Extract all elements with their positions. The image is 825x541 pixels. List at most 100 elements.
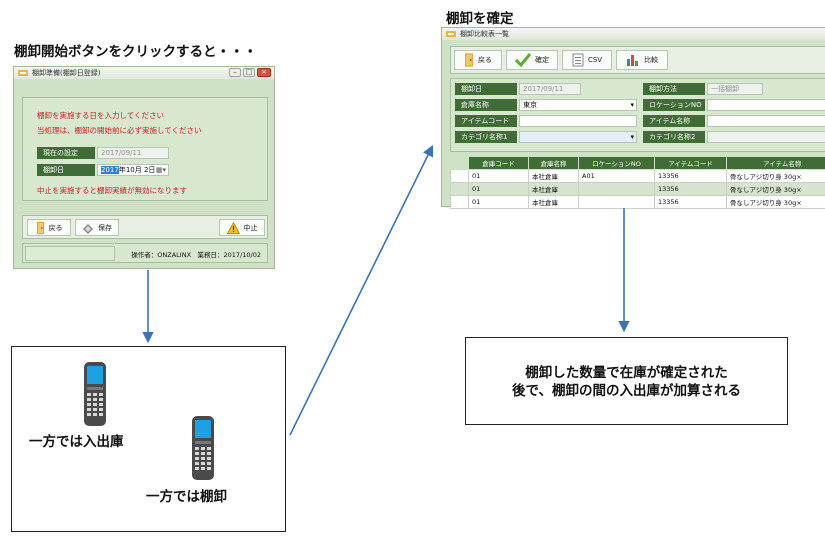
inventory-compare-window: 棚卸比較表一覧 戻る 確定 CSV 比較 棚卸日 2017/09/11 棚卸方法… [441, 27, 825, 209]
current-setting-value: 2017/09/11 [97, 147, 169, 159]
scanner-label-inout: 一方では入出庫 [29, 434, 124, 450]
date-rest: 年10月 2日 [118, 166, 156, 174]
inventory-date-input[interactable]: 2017年10月 2日 ▦▾ [97, 164, 169, 176]
compare-window-title: 棚卸比較表一覧 [460, 30, 509, 38]
scanner-label-inventory: 一方では棚卸 [146, 489, 227, 505]
location-label: ロケーションNO [643, 99, 705, 111]
status-bar: 操作者：ONZALINX 業務日：2017/10/02 [22, 243, 268, 263]
item-name-input[interactable] [707, 115, 825, 127]
item-code-label: アイテムコード [455, 115, 517, 127]
save-button[interactable]: 保存 [75, 219, 119, 236]
item-name-label: アイテム名称 [643, 115, 705, 127]
grid-cell[interactable]: 13356 [654, 195, 727, 209]
back-button[interactable]: 戻る [454, 50, 502, 70]
grid-cell[interactable]: 骨なしアジ切り身 30g× [726, 182, 825, 196]
row-header-corner [450, 156, 469, 170]
checkmark-icon [515, 53, 531, 67]
back-button-label: 戻る [478, 56, 492, 64]
door-icon [465, 53, 473, 67]
grid-cell[interactable]: A01 [578, 169, 655, 183]
item-code-input[interactable] [519, 115, 637, 127]
table-row[interactable]: 01 本社倉庫 13356 骨なしアジ切り身 30g× [450, 195, 825, 209]
row-header[interactable] [450, 182, 469, 196]
handheld-terminal-icon [192, 416, 214, 480]
result-line-1: 棚卸した数量で在庫が確定された [525, 365, 728, 381]
compare-grid: 倉庫コード 倉庫名称 ロケーションNO アイテムコード アイテム名称 01 本社… [450, 156, 825, 209]
handheld-terminal-icon [84, 362, 106, 426]
warehouse-label: 倉庫名称 [455, 99, 517, 111]
date-value: 2017/09/11 [519, 83, 581, 95]
method-value: 一括棚卸 [707, 83, 763, 95]
door-icon [36, 221, 44, 234]
column-header[interactable]: アイテム名称 [726, 156, 825, 170]
compare-button[interactable]: 比較 [616, 50, 668, 70]
category1-label: カテゴリ名称1 [455, 131, 517, 143]
confirm-button[interactable]: 確定 [506, 50, 558, 70]
warehouse-value: 東京 [523, 101, 537, 109]
column-header[interactable]: 倉庫名称 [528, 156, 579, 170]
chevron-down-icon: ▾ [630, 101, 634, 109]
grid-cell[interactable]: 13356 [654, 169, 727, 183]
warning-icon [226, 221, 240, 234]
app-icon [18, 70, 28, 76]
cancel-button[interactable]: 中止 [219, 219, 265, 236]
grid-cell[interactable]: 本社倉庫 [528, 182, 579, 196]
close-button[interactable]: × [257, 68, 271, 77]
window-title: 棚卸準備(棚卸日登録) [32, 69, 101, 77]
grid-cell[interactable]: 骨なしアジ切り身 30g× [726, 169, 825, 183]
status-text: 操作者：ONZALINX 業務日：2017/10/02 [131, 251, 261, 259]
bar-chart-icon [627, 55, 638, 66]
back-button-label: 戻る [48, 223, 63, 232]
confirm-button-label: 確定 [535, 56, 549, 64]
inventory-prep-window: 棚卸準備(棚卸日登録) – □ × 棚卸を実施する日を入力してください 当処理は… [13, 66, 275, 269]
message-line-2: 当処理は、棚卸の開始前に必ず実施してください [37, 126, 202, 135]
calendar-dropdown-icon[interactable]: ▦▾ [155, 166, 166, 174]
cancel-warning-text: 中止を実施すると棚卸実績が無効になります [37, 186, 187, 195]
grid-cell[interactable]: 本社倉庫 [528, 169, 579, 183]
grid-cell[interactable]: 13356 [654, 182, 727, 196]
csv-button-label: CSV [587, 56, 603, 64]
eraser-icon [83, 223, 93, 234]
heading-confirm: 棚卸を確定 [446, 11, 514, 27]
row-header[interactable] [450, 195, 469, 209]
column-header[interactable]: ロケーションNO [578, 156, 655, 170]
inventory-date-label: 棚卸日 [37, 164, 95, 176]
cancel-button-label: 中止 [243, 223, 258, 232]
minimize-button[interactable]: – [229, 68, 241, 77]
filter-panel: 棚卸日 2017/09/11 棚卸方法 一括棚卸 倉庫名称 東京 ▾ ロケーショ… [450, 78, 825, 152]
result-box: 棚卸した数量で在庫が確定された 後で、棚卸の間の入出庫が加算される [465, 337, 788, 425]
scanner-box: 一方では入出庫 一方では棚卸 [11, 346, 286, 532]
grid-cell[interactable]: 骨なしアジ切り身 30g× [726, 195, 825, 209]
grid-cell[interactable]: 01 [468, 195, 529, 209]
dialog-panel: 棚卸を実施する日を入力してください 当処理は、棚卸の開始前に必ず実施してください… [22, 97, 268, 201]
grid-cell[interactable] [578, 182, 655, 196]
result-line-2: 後で、棚卸の間の入出庫が加算される [512, 383, 741, 399]
warehouse-select[interactable]: 東京 ▾ [519, 99, 637, 111]
category1-select[interactable]: ▾ [519, 131, 637, 143]
back-button[interactable]: 戻る [27, 219, 71, 236]
save-button-label: 保存 [98, 223, 112, 232]
arrow-scanners-to-confirm [289, 144, 434, 436]
compare-toolbar: 戻る 確定 CSV 比較 [450, 46, 825, 74]
grid-cell[interactable] [578, 195, 655, 209]
grid-cell[interactable]: 01 [468, 169, 529, 183]
heading-start: 棚卸開始ボタンをクリックすると・・・ [14, 44, 257, 60]
csv-button[interactable]: CSV [562, 50, 612, 70]
row-header[interactable] [450, 169, 469, 183]
grid-cell[interactable]: 本社倉庫 [528, 195, 579, 209]
message-line-1: 棚卸を実施する日を入力してください [37, 111, 165, 120]
maximize-button[interactable]: □ [243, 68, 255, 77]
dialog-button-bar: 戻る 保存 中止 [22, 215, 268, 239]
compare-window-titlebar: 棚卸比較表一覧 [442, 28, 825, 40]
date-label: 棚卸日 [455, 83, 517, 95]
app-icon [446, 31, 456, 37]
table-row[interactable]: 01 本社倉庫 13356 骨なしアジ切り身 30g× [450, 182, 825, 196]
column-header[interactable]: アイテムコード [654, 156, 727, 170]
grid-cell[interactable]: 01 [468, 182, 529, 196]
table-row[interactable]: 01 本社倉庫 A01 13356 骨なしアジ切り身 30g× [450, 169, 825, 183]
status-left-pane [25, 246, 115, 261]
column-header[interactable]: 倉庫コード [468, 156, 529, 170]
category2-select[interactable] [707, 131, 825, 143]
location-input[interactable] [707, 99, 825, 111]
grid-header-row: 倉庫コード 倉庫名称 ロケーションNO アイテムコード アイテム名称 [450, 156, 825, 170]
